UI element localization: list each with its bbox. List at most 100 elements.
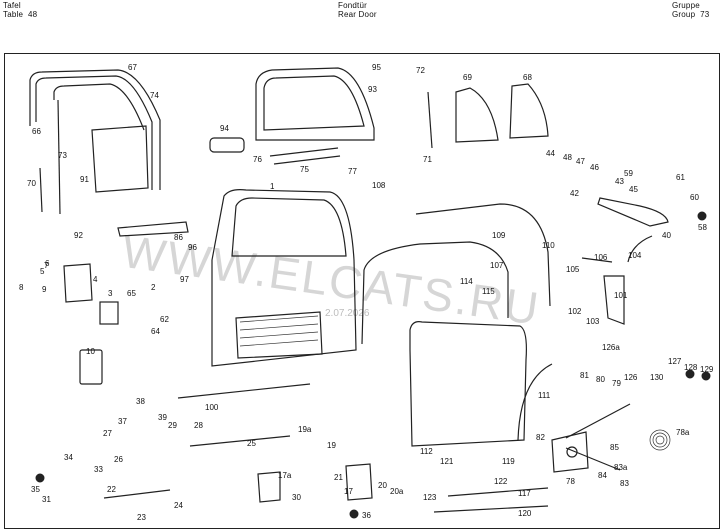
callout-101: 101 (614, 291, 628, 300)
table-label-de: Tafel (3, 1, 21, 10)
callout-109: 109 (492, 231, 506, 240)
callout-40: 40 (662, 231, 671, 240)
callout-130: 130 (650, 373, 664, 382)
callout-62: 62 (160, 315, 169, 324)
group-label: Gruppe Group 73 (672, 1, 709, 19)
callout-8: 8 (19, 283, 24, 292)
callout-46: 46 (590, 163, 599, 172)
callout-92: 92 (74, 231, 83, 240)
strip-71 (427, 91, 433, 149)
callout-102: 102 (568, 307, 582, 316)
callout-59: 59 (624, 169, 633, 178)
callout-67: 67 (128, 63, 137, 72)
callout-69: 69 (463, 73, 472, 82)
callout-38: 38 (136, 397, 145, 406)
callout-29: 29 (168, 421, 177, 430)
callout-42: 42 (570, 189, 579, 198)
strip-73 (57, 99, 61, 215)
window-frame-66 (29, 69, 161, 190)
callout-79: 79 (612, 379, 621, 388)
callout-121: 121 (440, 457, 454, 466)
callout-65: 65 (127, 289, 136, 298)
callout-60: 60 (690, 193, 699, 202)
rod-120 (433, 505, 549, 513)
callout-21: 21 (334, 473, 343, 482)
callout-82: 82 (536, 433, 545, 442)
callout-111: 111 (538, 391, 551, 400)
window-glass-91 (91, 125, 149, 193)
callout-39: 39 (158, 413, 167, 422)
callout-1: 1 (270, 182, 275, 191)
group-label-en: Group 73 (672, 10, 710, 19)
callout-9: 9 (42, 285, 47, 294)
rod-100 (177, 383, 311, 399)
table-label-en: Table 48 (3, 10, 38, 19)
group-label-de: Gruppe (672, 1, 700, 10)
callout-91: 91 (80, 175, 89, 184)
callout-48: 48 (563, 153, 572, 162)
strip-86 (117, 221, 189, 237)
callout-37: 37 (118, 417, 127, 426)
table-label: Tafel Table 48 (3, 1, 37, 19)
callout-96: 96 (188, 243, 197, 252)
callout-28: 28 (194, 421, 203, 430)
callout-108: 108 (372, 181, 386, 190)
callout-127: 127 (668, 357, 682, 366)
callout-80: 80 (596, 375, 605, 384)
callout-114: 114 (460, 277, 473, 286)
part-129 (701, 371, 711, 381)
quarter-window-93 (255, 67, 375, 141)
callout-2: 2 (151, 283, 156, 292)
callout-100: 100 (205, 403, 219, 412)
part-58 (697, 211, 707, 221)
vent-glass-68 (509, 83, 549, 139)
callout-78: 78 (566, 477, 575, 486)
callout-34: 34 (64, 453, 73, 462)
callout-81: 81 (580, 371, 589, 380)
callout-128: 128 (684, 363, 698, 372)
callout-103: 103 (586, 317, 600, 326)
callout-71: 71 (423, 155, 432, 164)
callout-4: 4 (93, 275, 98, 284)
callout-19a: 19a (298, 425, 312, 434)
callout-83: 83 (620, 479, 629, 488)
callout-104: 104 (628, 251, 642, 260)
callout-122: 122 (494, 477, 508, 486)
callout-126: 126 (624, 373, 638, 382)
callout-7: 7 (44, 261, 49, 270)
callout-76: 76 (253, 155, 262, 164)
callout-77: 77 (348, 167, 357, 176)
callout-19: 19 (327, 441, 336, 450)
callout-70: 70 (27, 179, 36, 188)
callout-105: 105 (566, 265, 580, 274)
callout-95: 95 (372, 63, 381, 72)
callout-120: 120 (518, 509, 532, 518)
callout-45: 45 (629, 185, 638, 194)
group-number: 73 (700, 10, 710, 19)
callout-44: 44 (546, 149, 555, 158)
strip-111 (517, 363, 553, 441)
callout-20: 20 (378, 481, 387, 490)
lock-3 (99, 301, 119, 325)
callout-75: 75 (300, 165, 309, 174)
callout-61: 61 (676, 173, 685, 182)
callout-20a: 20a (390, 487, 404, 496)
callout-58: 58 (698, 223, 707, 232)
callout-5: 5 (40, 267, 45, 276)
strip-70 (39, 167, 43, 213)
callout-129: 129 (700, 365, 714, 374)
plate-4 (63, 263, 93, 303)
callout-93: 93 (368, 85, 377, 94)
callout-74: 74 (150, 91, 159, 100)
latch-17 (345, 463, 373, 501)
callout-30: 30 (292, 493, 301, 502)
callout-112: 112 (420, 447, 433, 456)
strip-76 (273, 155, 341, 165)
rod-22 (103, 489, 171, 499)
latch-17a (257, 471, 281, 503)
trim-panel-112 (409, 321, 527, 447)
strip-75 (269, 147, 339, 157)
callout-107: 107 (490, 261, 504, 270)
diagram-frame (4, 53, 720, 529)
